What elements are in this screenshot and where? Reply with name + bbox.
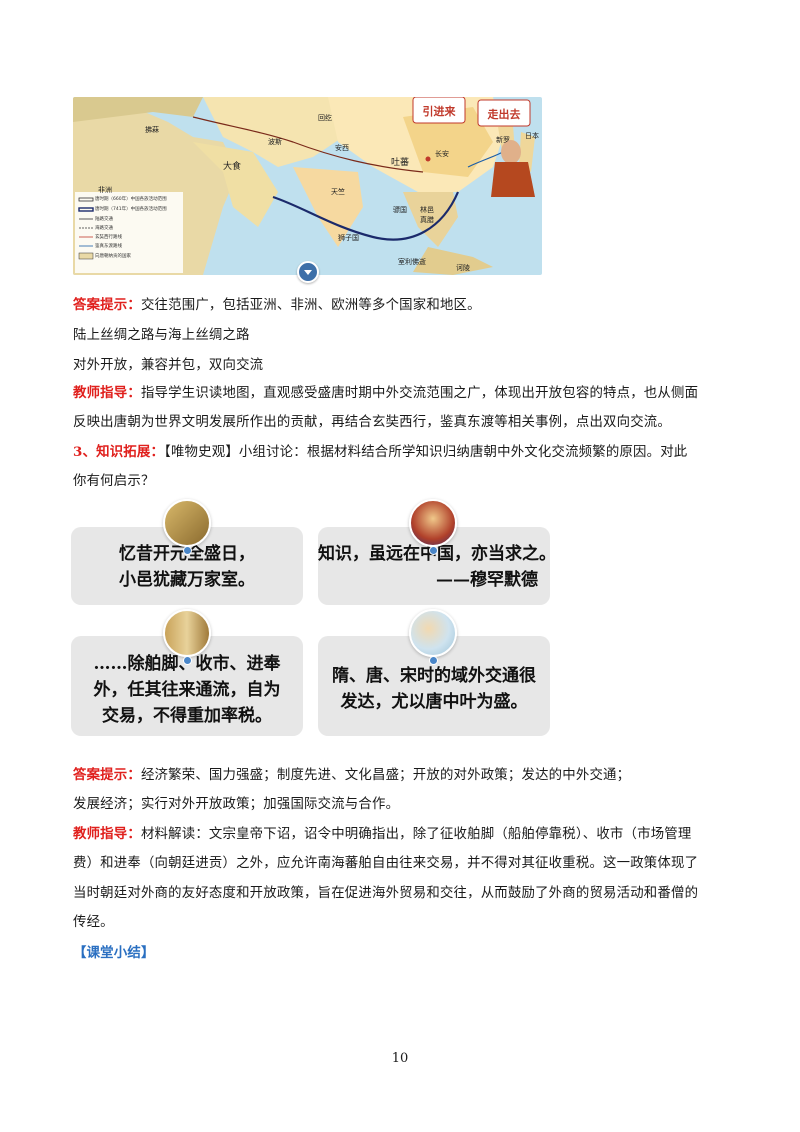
- card-line: 知识，虽远在中国，亦当求之。: [318, 544, 556, 564]
- summary-heading: 【课堂小结】: [73, 945, 155, 961]
- knowledge-extension: 3、知识拓展：【唯物史观】小组讨论：根据材料结合所学知识归纳唐朝中外文化交流频繁…: [73, 442, 733, 463]
- map-legend-item: 玄奘西行路线: [95, 235, 122, 240]
- teacher-guidance-1: 教师指导：指导学生识读地图，直观感受盛唐时期中外交流范围之广，体现出开放包容的特…: [73, 383, 733, 404]
- map-label: 吐蕃: [391, 158, 410, 168]
- map-graphic: [73, 97, 542, 275]
- map-tag-import: 引进来: [422, 105, 456, 118]
- map-label: 室利佛逝: [398, 258, 426, 266]
- map-label: 回纥: [318, 114, 332, 122]
- answer-line: 对外开放，兼容并包，双向交流: [73, 358, 264, 373]
- map-label: 安西: [335, 144, 349, 152]
- teacher-text: 费）和进奉（向朝廷进贡）之外，应允许南海蕃舶自由往来交易，并不得对其征收重税。这…: [73, 856, 699, 871]
- answer-text: 经济繁荣、国力强盛；制度先进、文化昌盛；开放的对外政策；发达的中外交通；: [140, 768, 631, 783]
- map-legend-item: 唐时期（660年）中国各族活动范围: [95, 197, 167, 202]
- pin-icon: [183, 656, 192, 665]
- map-legend-item: 陆路交通: [95, 217, 113, 222]
- map-label: 诃陵: [456, 264, 470, 272]
- painting-thumbnail: [163, 499, 211, 547]
- card-line: 小邑犹藏万家室。: [119, 570, 255, 590]
- teacher-text: 传经。: [73, 915, 114, 930]
- portrait-thumbnail: [409, 499, 457, 547]
- map-label: 骠国: [393, 206, 407, 214]
- teacher-text: 反映出唐朝为世界文明发展所作出的贡献，再结合玄奘西行，鉴真东渡等相关事例，点出双…: [73, 415, 671, 430]
- map-thumbnail: [409, 609, 457, 657]
- document-thumbnail: [163, 609, 211, 657]
- map-label: 新罗: [496, 136, 510, 144]
- map-legend-item: 鉴真东渡路线: [95, 244, 122, 249]
- teacher-text: 材料解读：文宗皇帝下诏，诏令中明确指出，除了征收舶脚（船舶停靠税）、收市（市场管…: [140, 827, 692, 842]
- expand-caret-icon[interactable]: [297, 261, 319, 283]
- map-label: 狮子国: [338, 234, 359, 242]
- map-label: 大食: [223, 162, 242, 172]
- map-label: 林邑: [420, 206, 434, 214]
- card-line: 发达，尤以唐中叶为盛。: [340, 692, 528, 712]
- pin-icon: [429, 656, 438, 665]
- map-legend-item: 海路交通: [95, 226, 113, 231]
- map-label: 长安: [435, 150, 449, 158]
- map-legend-item: 唐时期（741年）中国各族活动范围: [95, 207, 167, 212]
- answer-label: 答案提示：: [73, 297, 141, 313]
- answer-line: 陆上丝绸之路与海上丝绸之路: [73, 328, 250, 343]
- answer-text: 交往范围广，包括亚洲、非洲、欧洲等多个国家和地区。: [140, 298, 481, 313]
- answer-line: 发展经济；实行对外开放政策；加强国际交流与合作。: [73, 797, 400, 812]
- section-text: 【唯物史观】小组讨论：根据材料结合所学知识归纳唐朝中外文化交流频繁的原因。对此: [164, 445, 688, 460]
- teacher-label: 教师指导：: [73, 385, 141, 401]
- map-label: 非洲: [98, 186, 112, 194]
- map-label: 波斯: [268, 138, 282, 146]
- card-line: ——穆罕默德: [436, 570, 538, 590]
- map-label: 真腊: [420, 216, 434, 224]
- page-number: 10: [391, 1051, 409, 1066]
- card-line: 外，任其往来通流，自为: [93, 680, 281, 700]
- answer-label: 答案提示：: [73, 767, 141, 783]
- card-line: 交易，不得重加率税。: [102, 706, 272, 726]
- map-label: 天竺: [331, 188, 345, 196]
- section-text: 你有何启示？: [73, 474, 155, 489]
- map-label: 拂菻: [145, 126, 159, 134]
- pin-icon: [429, 546, 438, 555]
- answer-hint-1: 答案提示：交往范围广，包括亚洲、非洲、欧洲等多个国家和地区。: [73, 295, 733, 316]
- answer-hint-2: 答案提示：经济繁荣、国力强盛；制度先进、文化昌盛；开放的对外政策；发达的中外交通…: [73, 765, 733, 786]
- section-label: 3、知识拓展：: [73, 444, 165, 460]
- card-line: 隋、唐、宋时的域外交通很: [332, 666, 536, 686]
- teacher-guidance-2: 教师指导：材料解读：文宗皇帝下诏，诏令中明确指出，除了征收舶脚（船舶停靠税）、收…: [73, 824, 733, 845]
- teacher-text: 当时朝廷对外商的友好态度和开放政策，旨在促进海外贸易和交往，从而鼓励了外商的贸易…: [73, 886, 699, 901]
- tang-trade-map: 引进来 走出去 拂菻 大食 天竺 吐蕃 长安 骠国 室利佛逝 林邑 真腊 波斯 …: [73, 97, 542, 275]
- pin-icon: [183, 546, 192, 555]
- map-legend-item: 向唐朝纳贡的国家: [95, 254, 131, 259]
- teacher-text: 指导学生识读地图，直观感受盛唐时期中外交流范围之广，体现出开放包容的特点，也从侧…: [140, 386, 699, 401]
- map-tag-export: 走出去: [487, 108, 521, 121]
- map-label: 日本: [525, 132, 539, 140]
- teacher-label: 教师指导：: [73, 826, 141, 842]
